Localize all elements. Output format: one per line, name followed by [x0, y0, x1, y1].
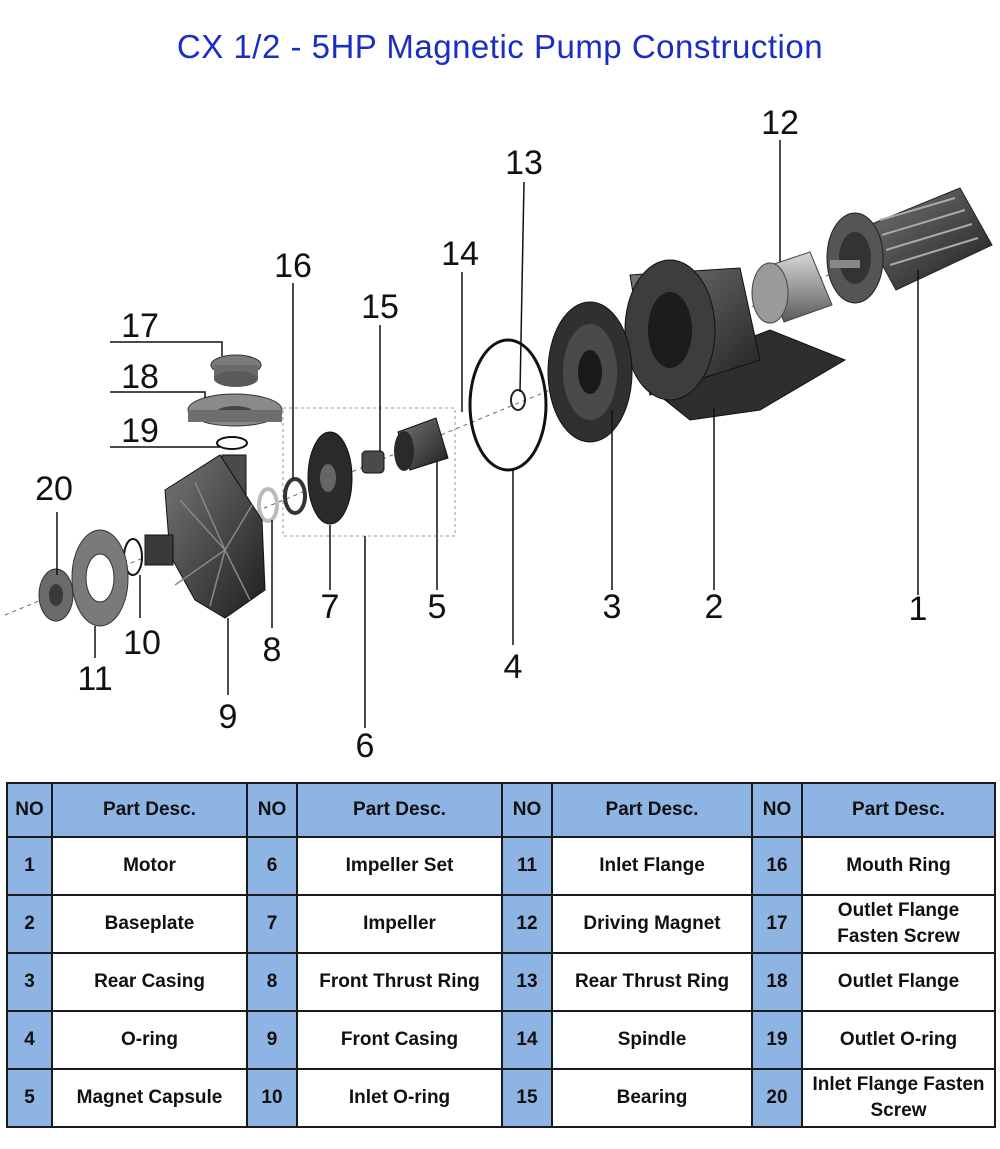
callout-18: 18	[121, 358, 159, 396]
part-desc: Driving Magnet	[551, 894, 753, 954]
part-number: 19	[751, 1010, 803, 1070]
part-motor	[826, 187, 993, 304]
header-part-desc: Part Desc.	[51, 782, 248, 838]
part-desc: Mouth Ring	[801, 836, 996, 896]
part-desc: Outlet O-ring	[801, 1010, 996, 1070]
part-impeller	[307, 431, 353, 525]
part-number: 7	[246, 894, 298, 954]
part-front-thrust-ring	[257, 487, 279, 523]
part-o-ring	[468, 338, 548, 472]
part-number: 14	[501, 1010, 553, 1070]
part-number: 8	[246, 952, 298, 1012]
part-desc: Rear Casing	[51, 952, 248, 1012]
part-number: 15	[501, 1068, 553, 1128]
table-row: 2 Baseplate 7 Impeller 12 Driving Magnet…	[6, 894, 996, 954]
callout-numbers: 1 2 3 4 5 6 7 8 9 10 11 12 13 14 15 16 1…	[35, 104, 927, 765]
leader-lines	[56, 140, 919, 728]
part-number: 18	[751, 952, 803, 1012]
part-rear-thrust-ring	[510, 389, 526, 411]
callout-2: 2	[705, 588, 724, 626]
part-inlet-flange-fasten-screw	[38, 568, 74, 622]
part-desc: Front Casing	[296, 1010, 503, 1070]
part-number: 13	[501, 952, 553, 1012]
callout-19: 19	[121, 412, 159, 450]
part-desc: Impeller Set	[296, 836, 503, 896]
part-front-casing	[144, 454, 266, 619]
part-desc: O-ring	[51, 1010, 248, 1070]
part-mouth-ring	[283, 477, 307, 515]
callout-16: 16	[274, 247, 312, 285]
callout-20: 20	[35, 470, 73, 508]
part-desc: Impeller	[296, 894, 503, 954]
part-magnet-capsule	[394, 417, 449, 471]
callout-10: 10	[123, 624, 161, 662]
callout-3: 3	[603, 588, 622, 626]
part-desc: Inlet Flange	[551, 836, 753, 896]
part-desc: Inlet O-ring	[296, 1068, 503, 1128]
part-number: 4	[6, 1010, 53, 1070]
part-baseplate	[624, 259, 847, 421]
part-desc: Spindle	[551, 1010, 753, 1070]
callout-13: 13	[505, 144, 543, 182]
page-title: CX 1/2 - 5HP Magnetic Pump Construction	[176, 28, 824, 65]
callout-11: 11	[77, 660, 112, 698]
part-desc: Outlet Flange Fasten Screw	[801, 894, 996, 954]
part-number: 11	[501, 836, 553, 896]
header-no: NO	[246, 782, 298, 838]
header-no: NO	[501, 782, 553, 838]
part-inlet-flange	[71, 529, 129, 627]
parts-table: NO Part Desc. NO Part Desc. NO Part Desc…	[6, 782, 996, 1128]
table-row: 5 Magnet Capsule 10 Inlet O-ring 15 Bear…	[6, 1068, 996, 1128]
callout-1: 1	[909, 590, 928, 628]
header-no: NO	[6, 782, 53, 838]
part-bearing	[361, 450, 385, 474]
part-desc: Outlet Flange	[801, 952, 996, 1012]
part-number: 3	[6, 952, 53, 1012]
callout-15: 15	[361, 288, 399, 326]
part-driving-magnet	[751, 251, 833, 324]
table-row: 3 Rear Casing 8 Front Thrust Ring 13 Rea…	[6, 952, 996, 1012]
exploded-pump-diagram: 1 2 3 4 5 6 7 8 9 10 11 12 13 14 15 16 1…	[4, 104, 993, 765]
header-part-desc: Part Desc.	[801, 782, 996, 838]
part-number: 1	[6, 836, 53, 896]
part-desc: Magnet Capsule	[51, 1068, 248, 1128]
table-row: 1 Motor 6 Impeller Set 11 Inlet Flange 1…	[6, 836, 996, 896]
callout-5: 5	[428, 588, 447, 626]
table-header-row: NO Part Desc. NO Part Desc. NO Part Desc…	[6, 782, 996, 838]
part-rear-casing	[547, 301, 633, 443]
part-number: 10	[246, 1068, 298, 1128]
header-no: NO	[751, 782, 803, 838]
callout-7: 7	[321, 588, 340, 626]
table-row: 4 O-ring 9 Front Casing 14 Spindle 19 Ou…	[6, 1010, 996, 1070]
impeller-set-box	[282, 407, 456, 537]
part-number: 16	[751, 836, 803, 896]
callout-12: 12	[761, 104, 799, 142]
part-number: 12	[501, 894, 553, 954]
part-desc: Bearing	[551, 1068, 753, 1128]
callout-8: 8	[263, 631, 282, 669]
callout-6: 6	[356, 727, 375, 765]
part-outlet-flange-fasten-screw	[210, 354, 262, 387]
part-number: 17	[751, 894, 803, 954]
part-desc: Rear Thrust Ring	[551, 952, 753, 1012]
part-number: 6	[246, 836, 298, 896]
part-desc: Inlet Flange Fasten Screw	[801, 1068, 996, 1128]
part-desc: Motor	[51, 836, 248, 896]
part-desc: Front Thrust Ring	[296, 952, 503, 1012]
part-outlet-o-ring	[216, 436, 248, 450]
part-outlet-flange	[187, 393, 283, 427]
callout-9: 9	[219, 698, 238, 736]
part-number: 20	[751, 1068, 803, 1128]
callout-14: 14	[441, 235, 479, 273]
part-number: 9	[246, 1010, 298, 1070]
callout-17: 17	[121, 307, 159, 345]
header-part-desc: Part Desc.	[551, 782, 753, 838]
callout-4: 4	[504, 648, 523, 686]
header-part-desc: Part Desc.	[296, 782, 503, 838]
part-number: 5	[6, 1068, 53, 1128]
part-desc: Baseplate	[51, 894, 248, 954]
part-number: 2	[6, 894, 53, 954]
